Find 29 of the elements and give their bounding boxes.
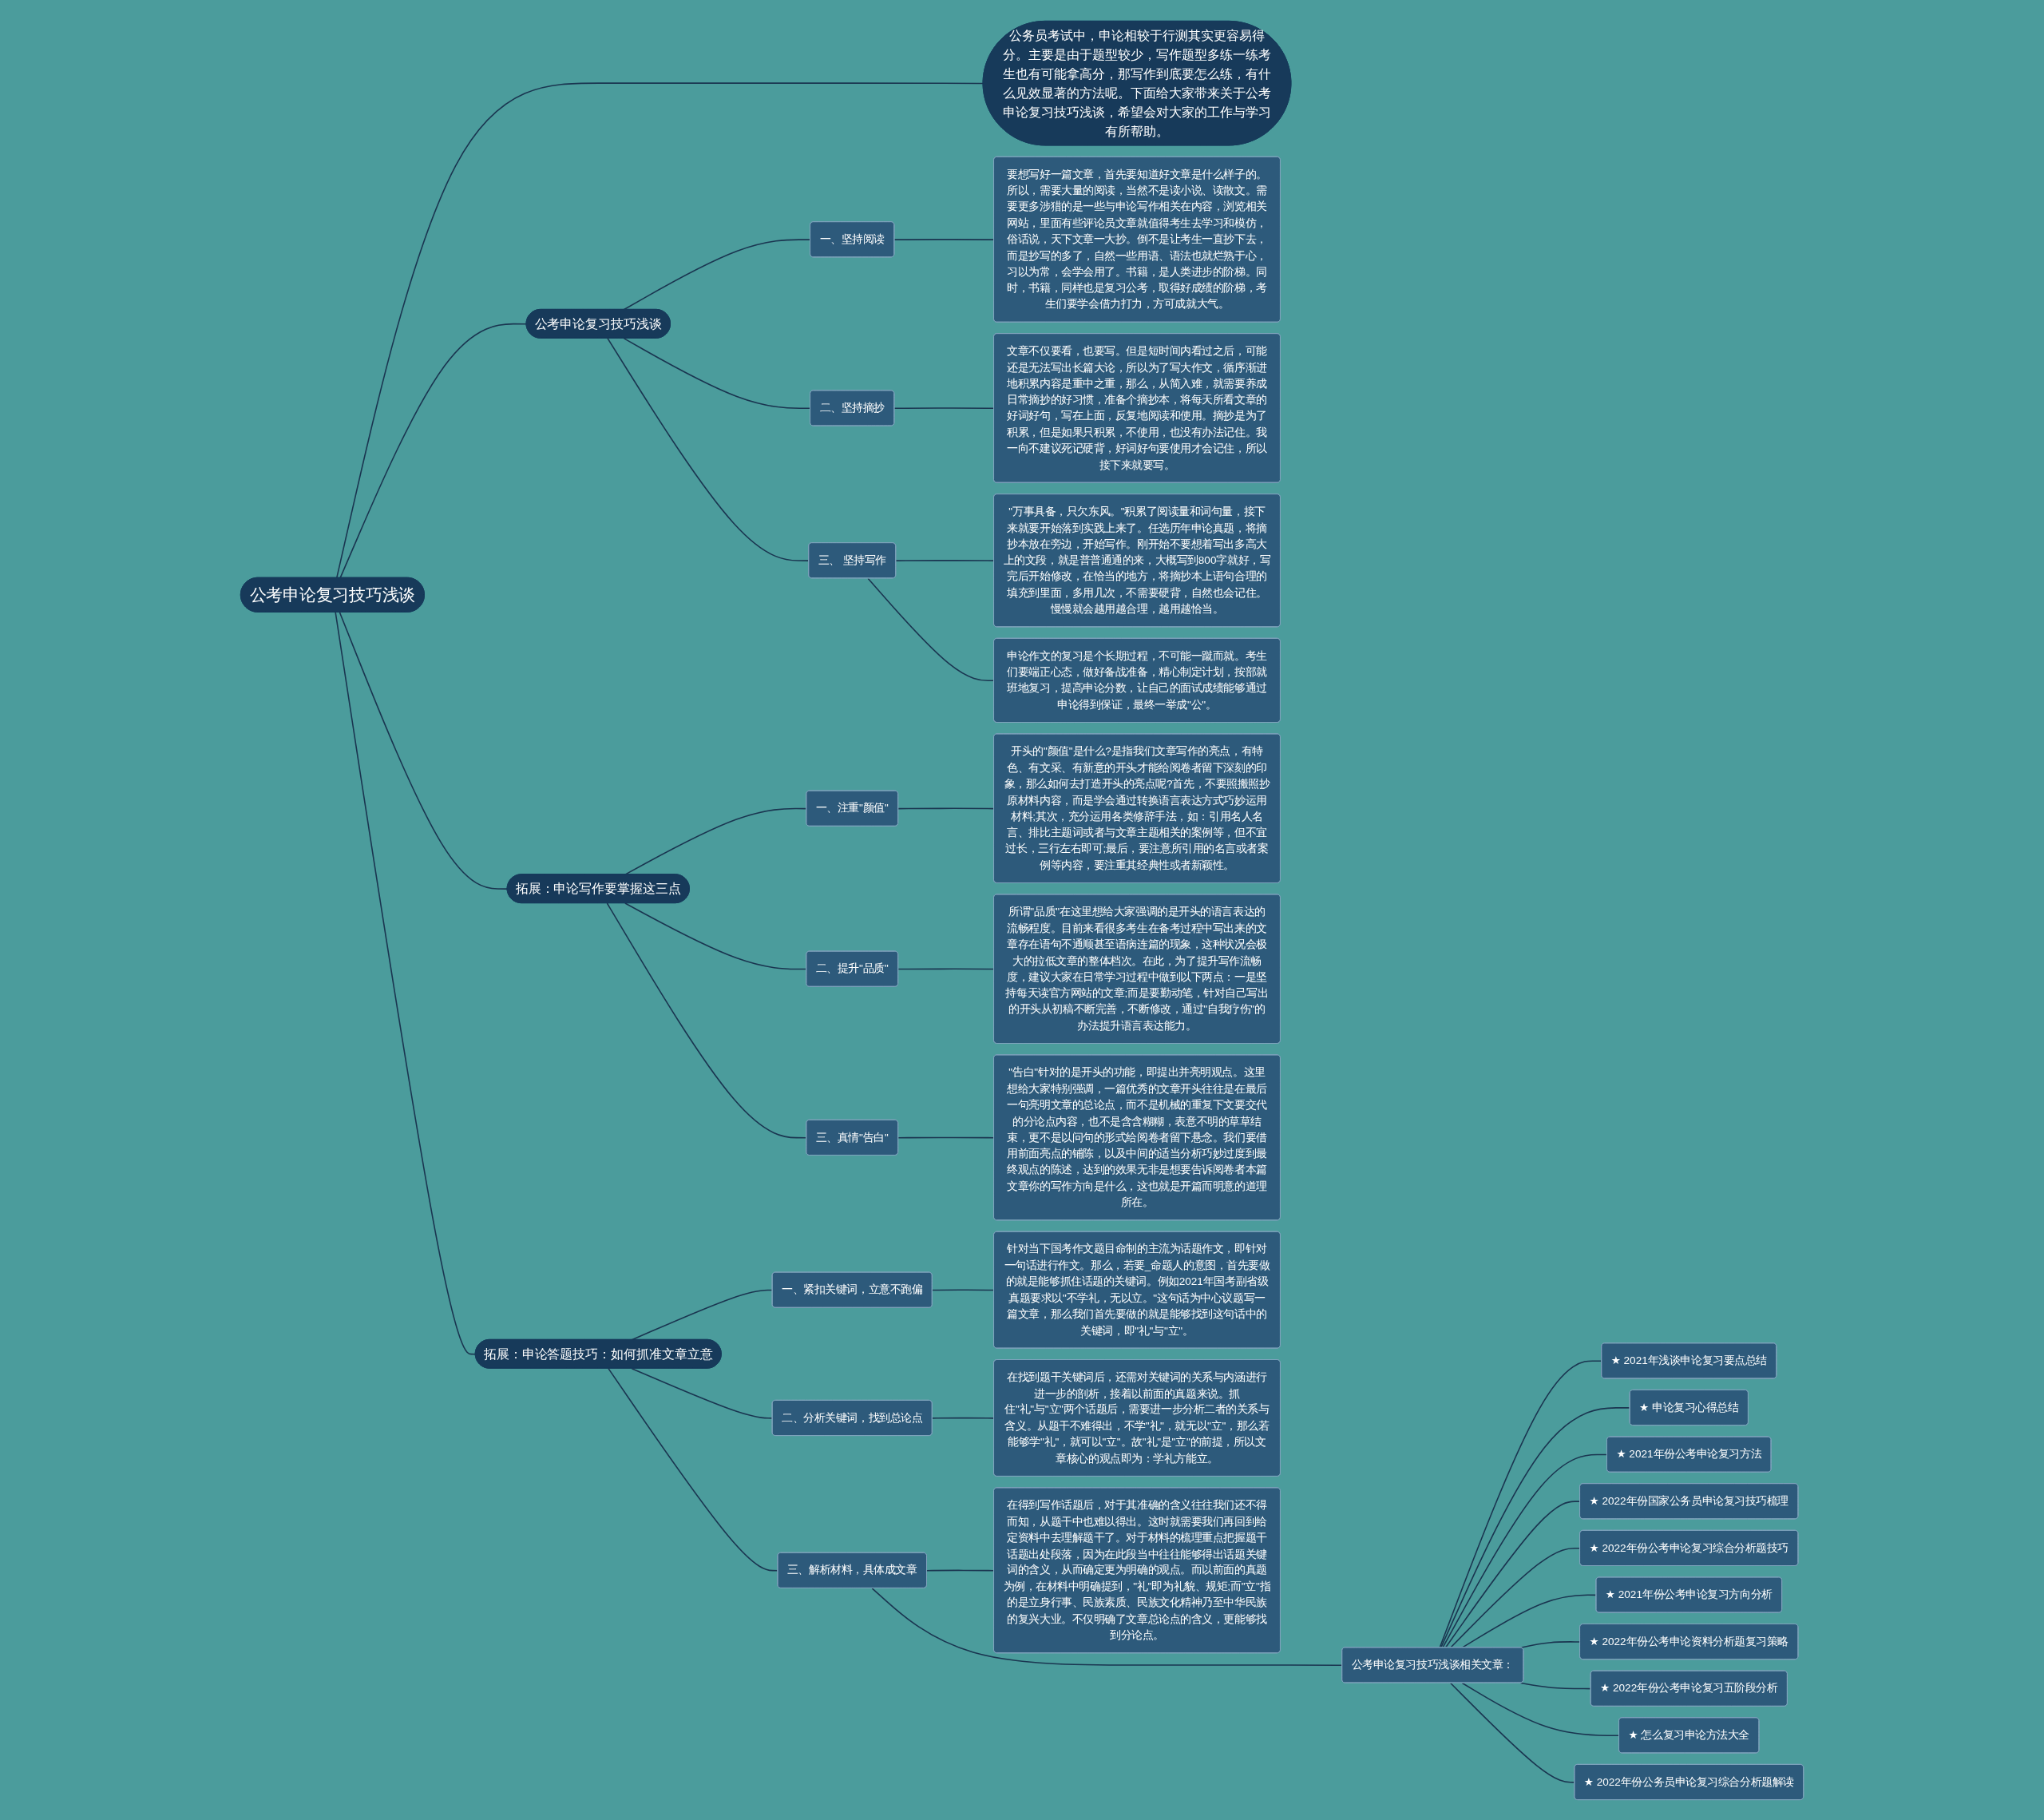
connector <box>624 902 807 969</box>
connector <box>339 323 528 578</box>
connector <box>931 1417 995 1419</box>
connector <box>1444 1500 1581 1648</box>
connector <box>926 1569 995 1571</box>
connector <box>931 1289 995 1291</box>
connector <box>1440 1406 1631 1648</box>
connector <box>623 337 811 409</box>
connector <box>607 337 810 561</box>
connector <box>1461 1682 1620 1736</box>
connector <box>897 968 995 969</box>
connector <box>893 238 995 240</box>
connector <box>1449 1547 1581 1648</box>
connector <box>335 81 984 578</box>
connector <box>897 1136 995 1139</box>
connector <box>867 577 995 681</box>
connector <box>631 1367 774 1419</box>
connector <box>1519 1682 1592 1689</box>
connector <box>606 902 807 1139</box>
connector <box>895 559 995 561</box>
connector <box>624 807 807 875</box>
connector <box>897 807 995 809</box>
connector <box>335 611 477 1354</box>
connector <box>1439 1359 1602 1648</box>
connector <box>1442 1453 1608 1648</box>
connector <box>1449 1682 1575 1783</box>
connector <box>871 1587 1343 1666</box>
connector <box>893 406 995 409</box>
connector <box>339 611 509 890</box>
